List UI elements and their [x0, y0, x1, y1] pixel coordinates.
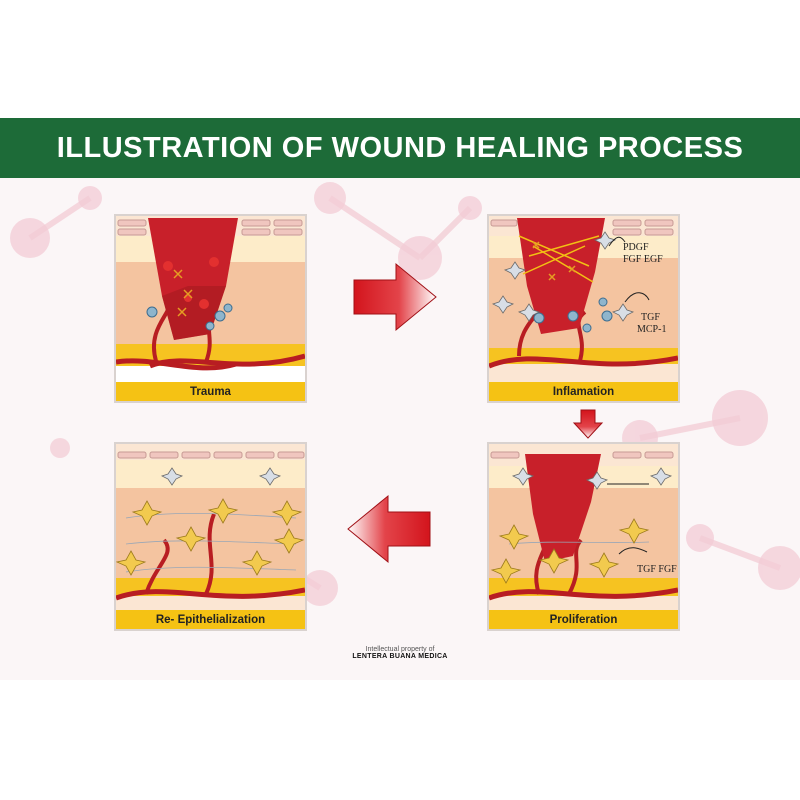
annotation-tgf-fgf: TGF FGF — [637, 564, 677, 575]
annotation-mcp1: MCP-1 — [637, 324, 666, 335]
panel-trauma: Trauma — [114, 214, 307, 403]
trauma-illustration — [116, 216, 305, 382]
annotation-fgf-egf: FGF EGF — [623, 254, 663, 265]
proliferation-illustration: TGF FGF — [489, 444, 678, 610]
panel-inflamation: PDGF FGF EGF TGF MCP-1 Inflamation — [487, 214, 680, 403]
arrow-left-icon — [347, 494, 431, 564]
stage-label-trauma: Trauma — [116, 382, 305, 401]
inflamation-illustration: PDGF FGF EGF TGF MCP-1 — [489, 216, 678, 382]
annotation-tgf: TGF — [641, 312, 660, 323]
stage-label-re-epithelialization: Re- Epithelialization — [116, 610, 305, 629]
arrow-down-icon — [572, 409, 604, 439]
title-banner: ILLUSTRATION OF WOUND HEALING PROCESS — [0, 118, 800, 178]
credit: Intellectual property of LENTERA BUANA M… — [0, 646, 800, 660]
credit-line-2: LENTERA BUANA MEDICA — [352, 653, 448, 660]
page-title: ILLUSTRATION OF WOUND HEALING PROCESS — [56, 131, 744, 164]
credit-line-1: Intellectual property of — [365, 646, 435, 653]
stage-label-inflamation: Inflamation — [489, 382, 678, 401]
arrow-right-icon — [353, 262, 437, 332]
panel-re-epithelialization: Re- Epithelialization — [114, 442, 307, 631]
panel-proliferation: TGF FGF Proliferation — [487, 442, 680, 631]
annotation-pdgf: PDGF — [623, 242, 649, 253]
re-epithelialization-illustration — [116, 444, 305, 610]
stage-label-proliferation: Proliferation — [489, 610, 678, 629]
